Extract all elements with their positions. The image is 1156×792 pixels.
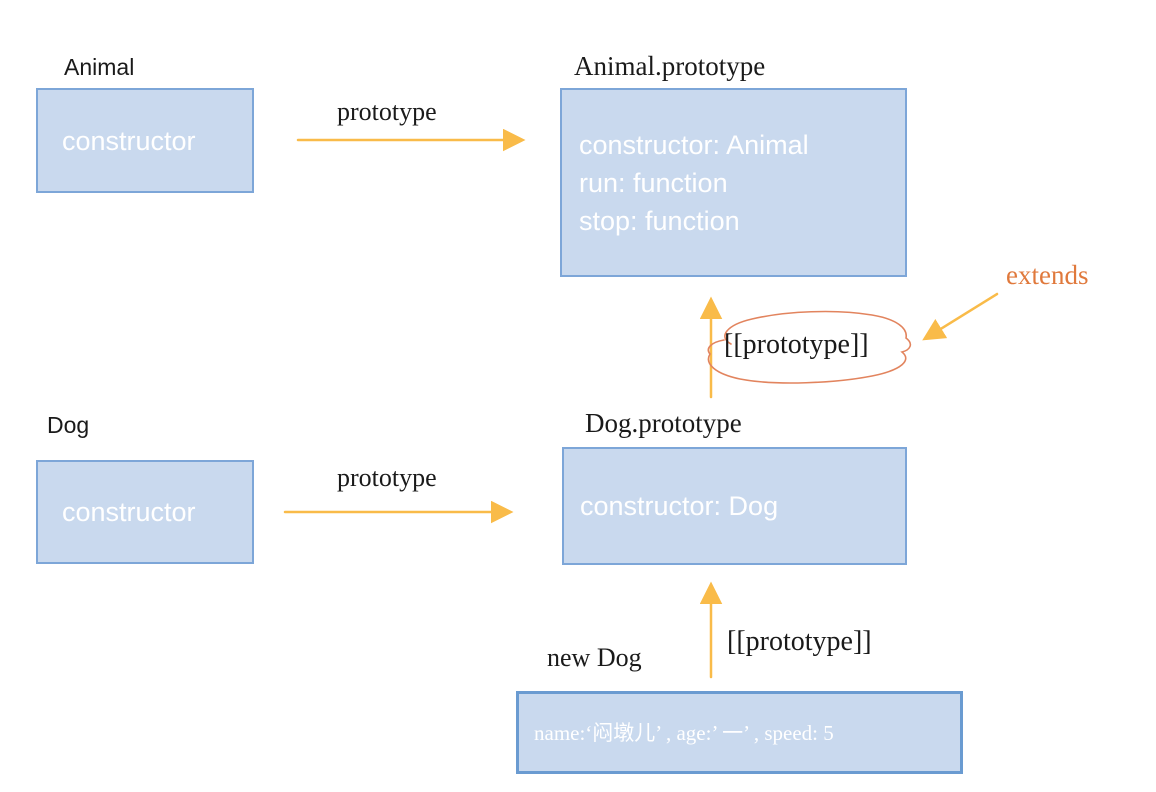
animal-node-box: constructor (36, 88, 254, 193)
animal-prototype-node-box: constructor: Animal run: function stop: … (560, 88, 907, 277)
animal-prototype-stop-text: stop: function (579, 205, 740, 236)
new-dog-node-title: new Dog (547, 643, 642, 672)
animal-prototype-constructor-text: constructor: Animal (579, 129, 809, 160)
new-dog-properties-text: name:‘闷墩儿’ , age:’ 一’ , speed: 5 (534, 720, 834, 745)
proto-link-label-dog-to-animal: [[prototype]] (724, 329, 869, 360)
dog-constructor-text: constructor (62, 497, 196, 527)
dog-node-box: constructor (36, 460, 254, 564)
extends-annotation-label: extends (1006, 260, 1089, 290)
extends-arrow (922, 292, 999, 341)
dog-node-title: Dog (47, 412, 90, 438)
animal-prototype-node-title: Animal.prototype (574, 51, 766, 81)
dog-prototype-node-box: constructor: Dog (562, 447, 907, 565)
new-dog-node-box: name:‘闷墩儿’ , age:’ 一’ , speed: 5 (516, 691, 963, 774)
proto-link-label-instance-to-dog: [[prototype]] (727, 626, 872, 657)
dog-prototype-node-title: Dog.prototype (585, 408, 742, 438)
animal-node-title: Animal (64, 54, 135, 80)
dog-prototype-constructor-text: constructor: Dog (580, 491, 779, 521)
prototype-edge-label-animal: prototype (337, 97, 437, 126)
animal-prototype-run-text: run: function (579, 167, 728, 198)
prototype-edge-label-dog: prototype (337, 463, 437, 492)
animal-constructor-text: constructor (62, 125, 196, 156)
